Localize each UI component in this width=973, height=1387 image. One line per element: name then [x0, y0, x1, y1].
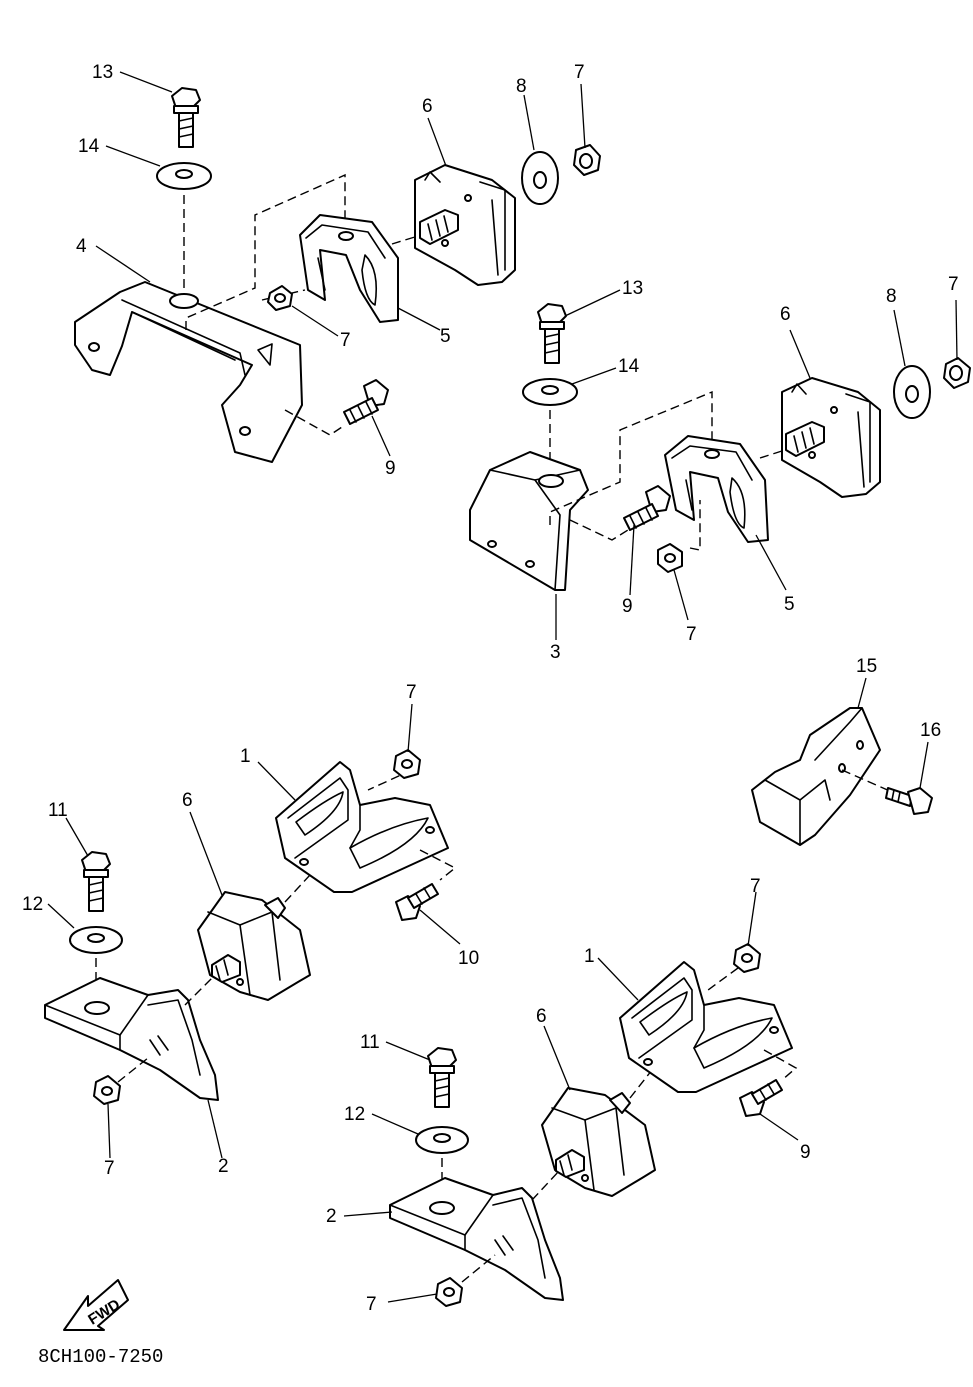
callout-7: 7	[948, 274, 959, 295]
callout-11: 11	[48, 800, 68, 821]
bolt-9-upper-left	[343, 379, 389, 425]
leader-lines	[47, 71, 958, 1303]
bracket-2-lower-left	[44, 977, 219, 1101]
callout-6: 6	[780, 304, 791, 325]
bracket-4	[74, 281, 303, 463]
callout-4: 4	[76, 236, 87, 257]
mount-1-lower-left	[275, 761, 449, 893]
damper-6-lower-left	[197, 891, 311, 1001]
damper-6-upper-right	[781, 377, 881, 498]
callout-5: 5	[440, 326, 451, 347]
drawing-code: 8CH100-7250	[38, 1346, 164, 1368]
bolt-9-upper-right	[623, 485, 671, 531]
callout-6: 6	[536, 1006, 547, 1027]
callout-2: 2	[218, 1156, 229, 1177]
fwd-arrow-icon: FWD	[63, 1279, 129, 1331]
washer-12-lower-left	[69, 926, 123, 954]
callout-9: 9	[800, 1142, 811, 1163]
bolt-16	[885, 787, 933, 815]
washer-8-upper-left	[521, 151, 559, 205]
washer-8-upper-right	[893, 365, 931, 419]
callout-1: 1	[584, 946, 595, 967]
callout-12: 12	[22, 894, 43, 915]
callout-7: 7	[366, 1294, 377, 1315]
nut-7-upper-right-small	[657, 543, 683, 573]
callout-6: 6	[422, 96, 433, 117]
bolt-10	[395, 883, 439, 921]
callout-14: 14	[618, 356, 640, 377]
damper-6-lower-right	[541, 1087, 656, 1197]
callout-2: 2	[326, 1206, 337, 1227]
nut-7-lower-left-top	[393, 749, 421, 779]
callout-14: 14	[78, 136, 100, 157]
callout-7: 7	[686, 624, 697, 645]
callout-15: 15	[856, 656, 877, 677]
callout-11: 11	[360, 1032, 380, 1053]
callout-7: 7	[750, 876, 761, 897]
bracket-3	[469, 451, 589, 591]
callout-8: 8	[516, 76, 527, 97]
bolt-13-upper-right	[537, 303, 567, 364]
callout-12: 12	[344, 1104, 365, 1125]
callout-16: 16	[920, 720, 941, 741]
nut-7-upper-right	[943, 357, 971, 389]
callout-7: 7	[104, 1158, 115, 1179]
callout-7: 7	[574, 62, 585, 83]
callout-13: 13	[622, 278, 643, 299]
callout-8: 8	[886, 286, 897, 307]
nut-7-lower-left	[93, 1075, 121, 1105]
callout-7: 7	[340, 330, 351, 351]
callout-9: 9	[385, 458, 396, 479]
callout-1: 1	[240, 746, 251, 767]
mount-1-lower-right	[619, 961, 793, 1093]
guard-15	[751, 707, 881, 846]
callout-5: 5	[784, 594, 795, 615]
callout-3: 3	[550, 642, 561, 663]
bolt-9-lower-right	[739, 1079, 783, 1117]
callout-6: 6	[182, 790, 193, 811]
bracket-2-lower-right	[389, 1177, 564, 1301]
nut-7-upper-left	[573, 144, 601, 176]
callout-9: 9	[622, 596, 633, 617]
bolt-13-upper-left	[171, 87, 201, 148]
bolt-11-lower-left	[81, 851, 111, 912]
callout-7: 7	[406, 682, 417, 703]
callout-10: 10	[458, 948, 479, 969]
nut-7-lower-right	[435, 1277, 463, 1307]
stay-5-upper-left	[299, 214, 399, 323]
washer-14-upper-right	[522, 378, 578, 406]
bolt-11-lower-right	[427, 1047, 457, 1108]
callout-labels: 13 14 4 6 8 7 7 5 9 13 14 6 8 7 9 7 5 3 …	[22, 62, 959, 1315]
nut-7-upper-left-small	[267, 285, 293, 311]
nut-7-lower-right-top	[733, 943, 761, 973]
callout-13: 13	[92, 62, 113, 83]
damper-6-upper-left	[414, 164, 516, 286]
washer-12-lower-right	[415, 1126, 469, 1154]
stay-5-upper-right	[664, 435, 769, 543]
washer-14-upper-left	[156, 162, 212, 190]
